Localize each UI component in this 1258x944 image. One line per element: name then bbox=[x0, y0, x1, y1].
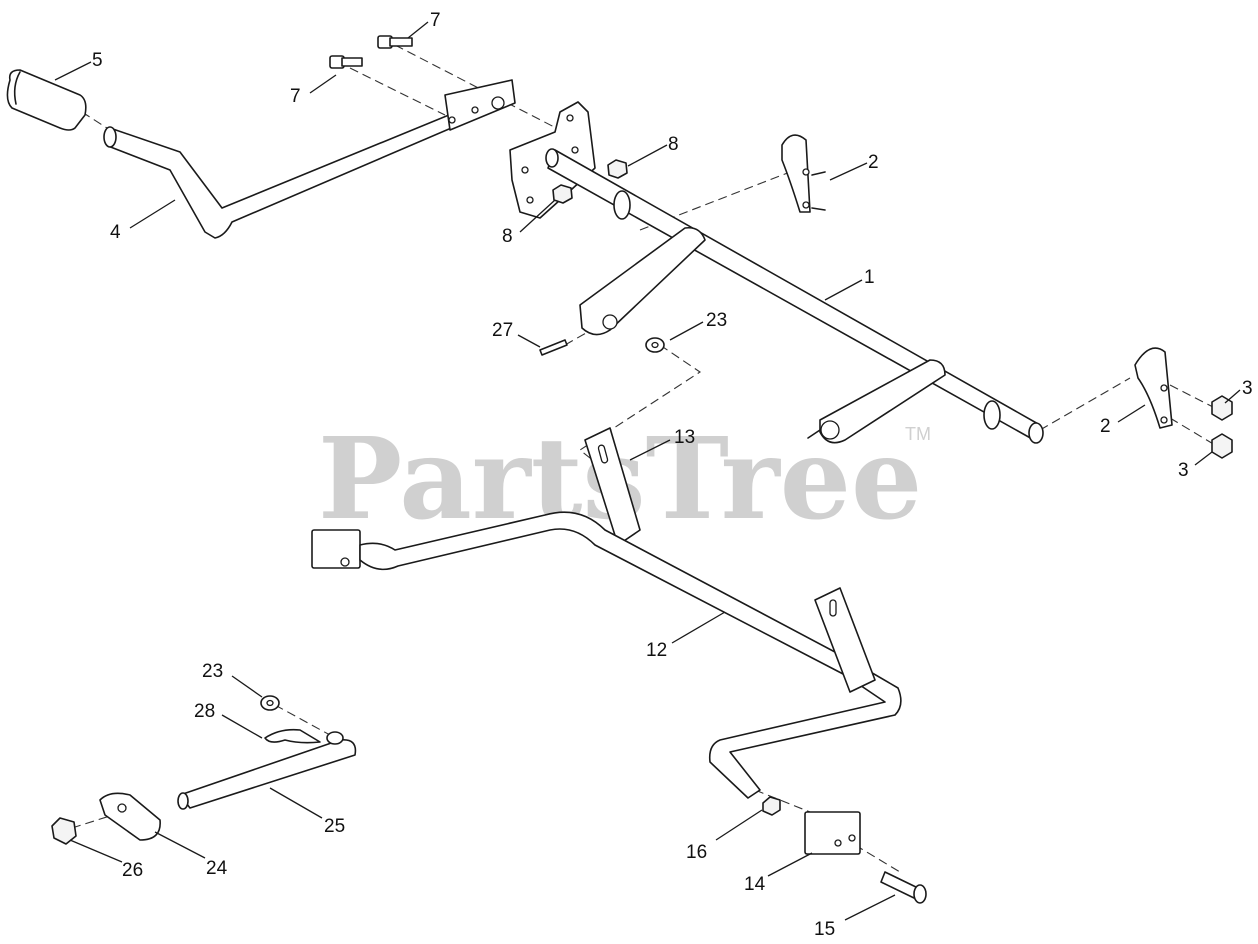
callout-3-lower: 3 bbox=[1178, 460, 1189, 481]
callout-24: 24 bbox=[206, 858, 228, 879]
callout-13: 13 bbox=[674, 427, 695, 448]
callout-16: 16 bbox=[686, 842, 707, 863]
part-26-nut bbox=[51, 817, 77, 845]
callout-14: 14 bbox=[744, 874, 766, 895]
callout-4: 4 bbox=[110, 222, 121, 243]
part-24-pivot-block bbox=[99, 792, 161, 841]
callouts: 5 7 7 8 8 2 1 4 23 27 3 2 3 13 12 23 28 … bbox=[92, 10, 1253, 940]
callout-27: 27 bbox=[492, 320, 513, 341]
callout-12: 12 bbox=[646, 640, 667, 661]
part-16-nut bbox=[762, 796, 781, 816]
part-7-bolt-upper bbox=[377, 35, 413, 49]
callout-2-lower: 2 bbox=[1100, 416, 1111, 437]
part-13-link bbox=[584, 427, 641, 546]
part-1-lift-shaft bbox=[545, 148, 1044, 444]
part-12-pedal-rod bbox=[311, 511, 902, 799]
part-2-bracket-lower bbox=[1134, 347, 1173, 429]
callout-23-upper: 23 bbox=[706, 310, 727, 331]
part-15-bolt bbox=[880, 871, 927, 904]
callout-26: 26 bbox=[122, 860, 143, 881]
callout-7-upper: 7 bbox=[430, 10, 441, 31]
callout-28: 28 bbox=[194, 701, 215, 722]
callout-23-lower: 23 bbox=[202, 661, 223, 682]
part-27-cotter-pin bbox=[539, 339, 568, 356]
callout-5: 5 bbox=[92, 50, 103, 71]
callout-7-lower: 7 bbox=[290, 86, 301, 107]
part-8-nut-upper bbox=[607, 159, 628, 179]
part-8-nut-lower bbox=[552, 184, 573, 204]
callout-8-upper: 8 bbox=[668, 134, 679, 155]
part-3-bolt-lower bbox=[1211, 433, 1233, 459]
callout-15: 15 bbox=[814, 919, 835, 940]
callout-8-lower: 8 bbox=[502, 226, 513, 247]
part-28-hair-pin bbox=[264, 728, 321, 744]
callout-25: 25 bbox=[324, 816, 345, 837]
part-23-washer-upper bbox=[645, 337, 665, 353]
part-25-rod bbox=[177, 731, 357, 810]
callout-2-upper: 2 bbox=[868, 152, 879, 173]
part-4-handle bbox=[103, 79, 516, 239]
watermark-trademark: TM bbox=[905, 424, 931, 444]
part-23-washer-lower bbox=[260, 695, 280, 711]
part-14-block bbox=[804, 811, 861, 855]
callout-3-upper: 3 bbox=[1242, 378, 1253, 399]
part-7-bolt-lower bbox=[329, 55, 363, 69]
part-5-hand-grip bbox=[6, 69, 87, 131]
leader-lines bbox=[54, 21, 1241, 921]
part-2-bracket-upper bbox=[781, 134, 826, 213]
callout-1: 1 bbox=[864, 267, 875, 288]
